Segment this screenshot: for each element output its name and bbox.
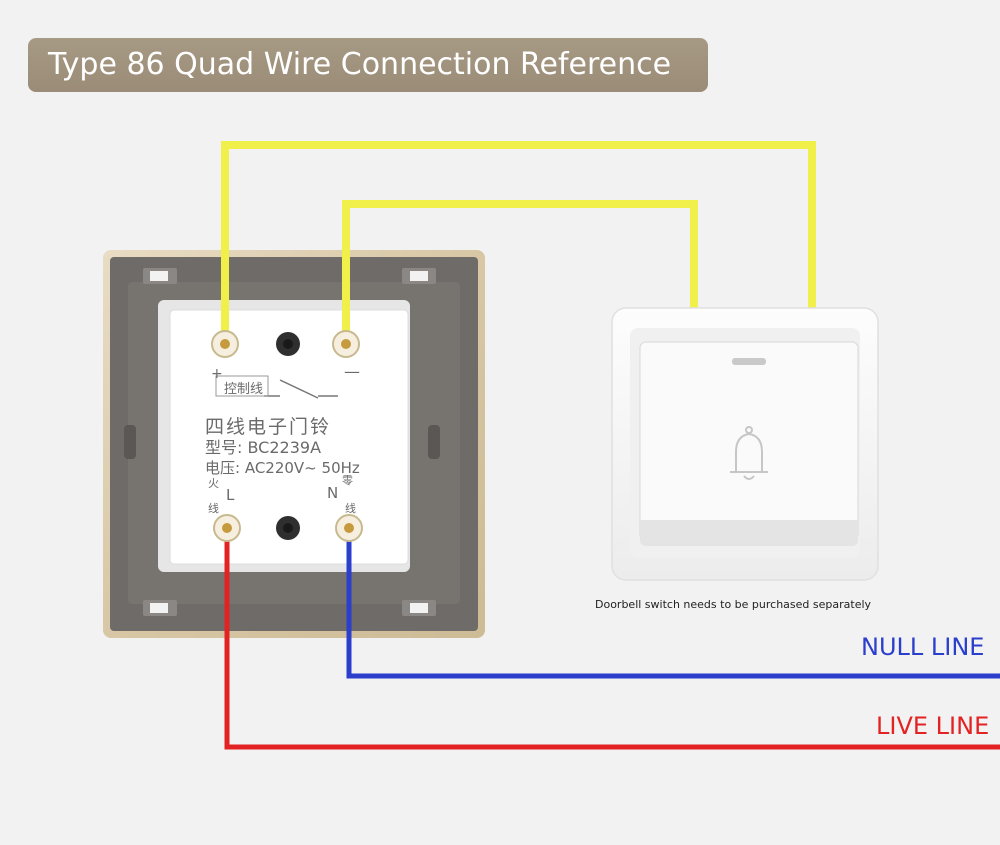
terminal-screws <box>211 330 363 542</box>
plus-terminal-label: + <box>211 366 223 382</box>
minus-terminal-label: — <box>344 362 360 381</box>
power-indicator-icon <box>732 358 766 365</box>
bell-icon <box>730 426 768 480</box>
doorbell-switch <box>611 307 879 581</box>
n-terminal-label: N <box>327 484 339 502</box>
control-line-label: 控制线 <box>224 382 264 397</box>
live-wire-char-label: 线 <box>208 502 219 515</box>
model-number: 型号: BC2239A <box>205 438 322 457</box>
live-wire <box>224 530 1000 750</box>
switch-note: Doorbell switch needs to be purchased se… <box>595 598 872 611</box>
neutral-char-label: 零 <box>342 474 353 487</box>
null-line-label: NULL LINE <box>861 633 985 661</box>
doorbell-module <box>169 309 409 565</box>
live-char-label: 火 <box>208 477 219 490</box>
diagram-title: Type 86 Quad Wire Connection Reference <box>48 47 672 82</box>
product-name: 四线电子门铃 <box>205 416 332 438</box>
voltage-rating: 电压: AC220V~ 50Hz <box>205 459 360 477</box>
live-line-label: LIVE LINE <box>876 712 990 740</box>
title-banner <box>28 38 708 92</box>
l-terminal-label: L <box>226 486 235 504</box>
null-wire <box>346 530 1000 679</box>
control-wire-inner <box>342 200 698 340</box>
control-wire-outer <box>221 141 816 340</box>
neutral-wire-char-label: 线 <box>345 502 356 515</box>
